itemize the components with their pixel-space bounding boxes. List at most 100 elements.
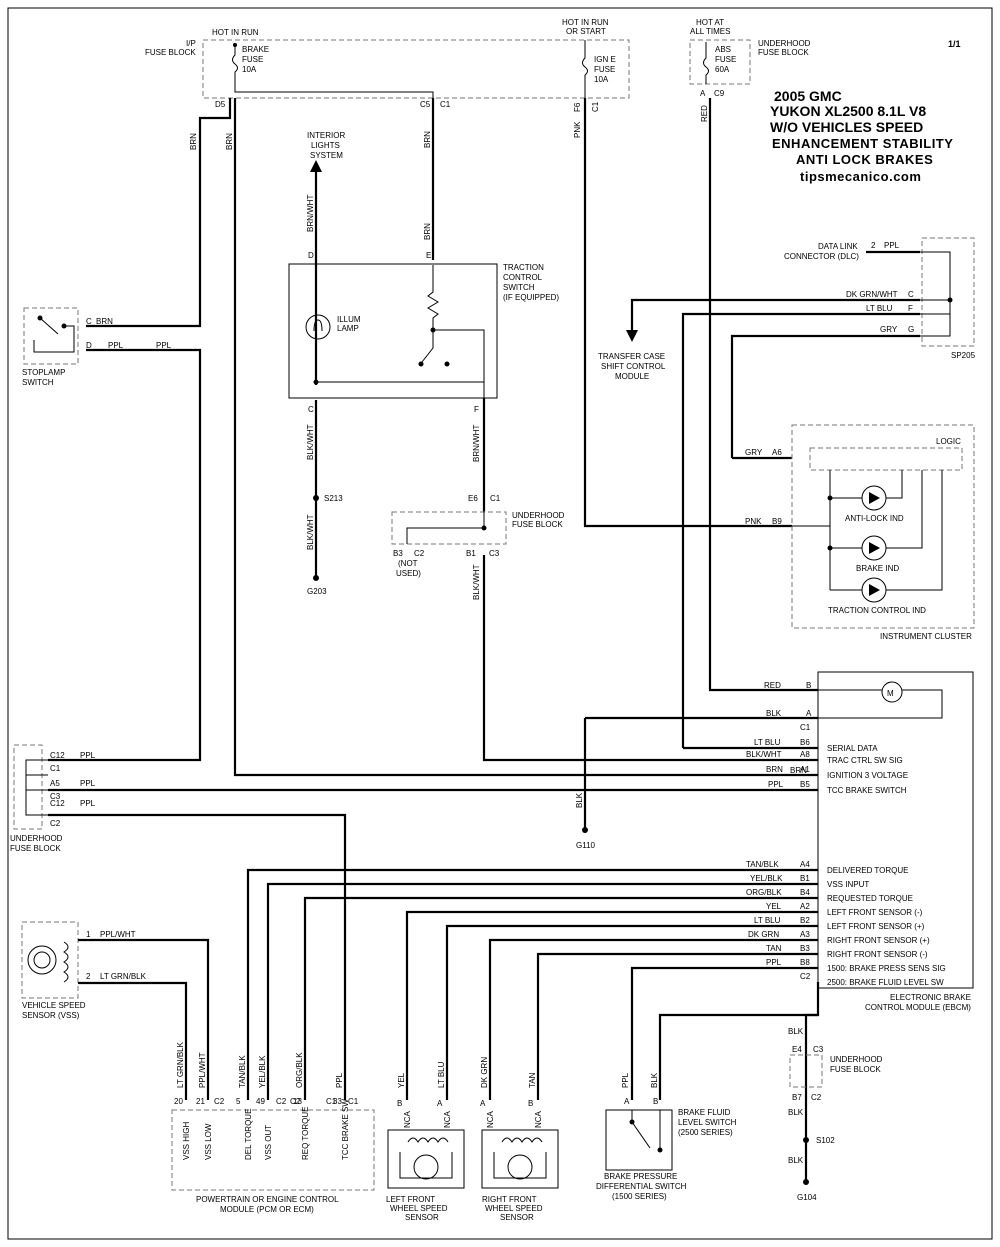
ebcm-row2-pin: B4: [800, 888, 810, 897]
ts-label-2: CONTROL: [503, 273, 543, 282]
ip-fuse-block-outline: [202, 39, 630, 99]
ebcm-row2-wire: TAN: [766, 944, 782, 953]
pcm-conn-label: C2: [214, 1097, 225, 1106]
rf-coil-icon: [501, 1137, 543, 1143]
pcm-pin-label: 21: [196, 1097, 205, 1106]
um-not-used-2: USED): [396, 569, 421, 578]
wire-yel-blk: [266, 882, 818, 1100]
lf-sensor-frame: [399, 1152, 453, 1179]
rf-sensor-frame: [493, 1152, 547, 1179]
vss-label-2: SENSOR (VSS): [22, 1011, 80, 1020]
brake-switch-leads: [631, 1110, 661, 1150]
ebcm-row2-wire: ORG/BLK: [746, 888, 782, 897]
pcm-func-label: VSS HIGH: [182, 1122, 191, 1160]
uhr-g104: G104: [797, 1193, 817, 1202]
wire-label-lt-blu-1: LT BLU: [866, 304, 893, 313]
sp205-c: C: [908, 290, 914, 299]
sp205-g: G: [908, 325, 914, 334]
brake-fuse-3: 10A: [242, 65, 257, 74]
sp205-label: SP205: [951, 351, 976, 360]
igne-fuse-2: FUSE: [594, 65, 615, 74]
ts-dot-1: [313, 379, 319, 385]
brake-fuse-terminal: [233, 43, 237, 47]
cluster-label: INSTRUMENT CLUSTER: [880, 632, 972, 641]
lf-sensor-box: [387, 1129, 465, 1189]
tc-label-1: TRANSFER CASE: [598, 352, 665, 361]
ebcm-row2-wire: DK GRN: [748, 930, 779, 939]
fluid-label-3: (2500 SERIES): [678, 1128, 733, 1137]
ebcm-row2-name: LEFT FRONT SENSOR (+): [827, 922, 925, 931]
pcm-conn-label: C1: [326, 1097, 337, 1106]
ebcm-row1-name: SERIAL DATA: [827, 744, 878, 753]
g110-icon: [582, 827, 588, 833]
ebcm-row1-pin: A1: [800, 765, 810, 774]
title-line1: 2005 GMC: [774, 88, 842, 104]
hot-run-start-1: HOT IN RUN: [562, 18, 609, 27]
uhr-blk-bot: BLK: [788, 1156, 804, 1165]
wire-pnk: [583, 98, 792, 528]
ebcm-box: [817, 671, 974, 989]
wire-label-dk-grn-wht: DK GRN/WHT: [846, 290, 898, 299]
dlc-sp205: DATA LINK CONNECTOR (DLC) 2 PPL C F G SP…: [598, 237, 976, 381]
wire-tan-blk: [246, 868, 818, 1100]
ebcm-row1-name: TRAC CTRL SW SIG: [827, 756, 903, 765]
transfer-case-arrow-icon: [626, 330, 638, 342]
pcm-pin-label: 5: [236, 1097, 241, 1106]
lf-sensor-icon: [413, 1154, 439, 1180]
bs-wire-ppl: PPL: [621, 1072, 630, 1088]
brake-switch-dot-1: [629, 1119, 635, 1125]
ebcm-row2-name: RIGHT FRONT SENSOR (-): [827, 950, 928, 959]
ebcm-row2-pin: B3: [800, 944, 810, 953]
um-c1: C1: [490, 494, 501, 503]
sp205-f: F: [908, 304, 913, 313]
wire-label-blk-wht-1: BLK/WHT: [306, 424, 315, 460]
wires: BRN BRN BRN BRN BRN BRN PNK PNK RED BRN/…: [48, 98, 920, 1100]
lf-sensor-nca-label: NCA: [403, 1110, 412, 1128]
wire-label-brn-6: BRN: [423, 223, 432, 240]
ip-fuse-block: I/P FUSE BLOCK HOT IN RUN HOT IN RUN OR …: [145, 18, 630, 112]
uh-left-pin: C2: [50, 819, 61, 828]
pin-c5: C5: [420, 100, 431, 109]
ebcm-row1-pin: A8: [800, 750, 810, 759]
wire-label-gry-2: GRY: [745, 448, 763, 457]
stoplamp-switch: C D STOPLAMP SWITCH: [22, 307, 92, 387]
ebcm-top-pin-1: A: [806, 709, 812, 718]
ebcm-row1-pin: B5: [800, 780, 810, 789]
wire-label-brn-2: BRN: [225, 133, 234, 150]
wire-label-red-1: RED: [700, 105, 709, 122]
wire-label-brn-4: BRN: [790, 766, 807, 775]
tc-label-2: SHIFT CONTROL: [601, 362, 666, 371]
wire-brn-stoplamp: [86, 98, 232, 328]
wire-ppl-stoplamp: [48, 348, 202, 762]
ts-pin-f: F: [474, 405, 479, 414]
vss-sensor-inner: [33, 951, 51, 969]
ebcm-row2-wire: PPL: [766, 958, 782, 967]
uh-left-label-1: UNDERHOOD: [10, 834, 63, 843]
wire-tan: [536, 952, 818, 1100]
lf-coil-icon: [407, 1137, 449, 1143]
wire-blk-g104: [804, 1013, 818, 1182]
ebcm-top-wire-1: BLK: [766, 709, 782, 718]
rf-sensor-box: [481, 1129, 559, 1189]
ebcm-row2-wire: YEL/BLK: [750, 874, 783, 883]
pcm-wire-label: PPL/WHT: [198, 1052, 207, 1088]
brake-fuse-icon: [232, 45, 434, 98]
lamp-filament: [313, 319, 323, 332]
uhr-s102: S102: [816, 1136, 835, 1145]
hot-all-times-1: HOT AT: [696, 18, 724, 27]
traction-ind-icon: [861, 577, 887, 603]
ts-label-1: TRACTION: [503, 263, 544, 272]
wire-dk-grn-wht: [630, 298, 920, 338]
pin-a-top: A: [700, 89, 706, 98]
lf-sensor-pin-label: A: [437, 1099, 443, 1108]
pcm-conn-label: C2: [276, 1097, 287, 1106]
vss-wire2: LT GRN/BLK: [100, 972, 147, 981]
wire-label-brn-3: BRN: [96, 317, 113, 326]
title-line5: ANTI LOCK BRAKES: [796, 152, 933, 167]
rf-sensor-wire-label: DK GRN: [480, 1057, 489, 1088]
pcm-wire-label: PPL: [335, 1072, 344, 1088]
g203-ground-icon: [313, 575, 319, 581]
stoplamp-label-2: SWITCH: [22, 378, 54, 387]
